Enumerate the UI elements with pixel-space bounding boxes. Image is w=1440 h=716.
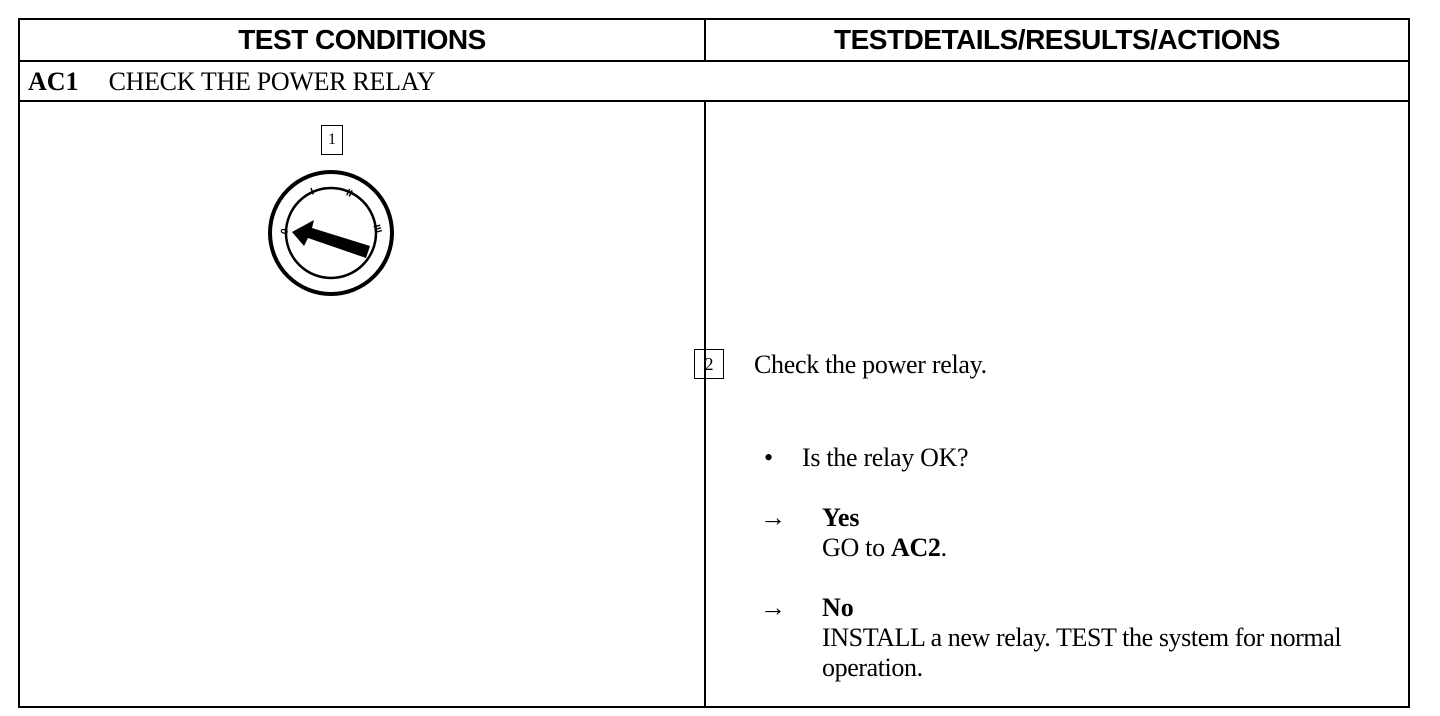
yes-label: Yes: [822, 503, 860, 532]
no-label: No: [822, 593, 854, 622]
yes-action-target: AC2: [890, 533, 941, 562]
header-test-conditions: TEST CONDITIONS: [238, 24, 486, 55]
yes-action: GO to AC2.: [822, 533, 947, 563]
ignition-key-arrow: [292, 220, 370, 258]
step-id: AC1: [28, 67, 79, 96]
ignition-label-3: III: [370, 224, 383, 235]
no-action: INSTALL a new relay. TEST the system for…: [822, 623, 1342, 682]
step-row: AC1 CHECK THE POWER RELAY: [28, 64, 436, 100]
header-test-details: TESTDETAILS/RESULTS/ACTIONS: [834, 24, 1280, 55]
yes-action-suffix: .: [940, 533, 948, 562]
arrow-right-icon: →: [760, 503, 786, 532]
instruction-text: Check the power relay.: [754, 350, 987, 379]
question-text: Is the relay OK?: [802, 443, 969, 472]
bullet: •: [764, 443, 774, 472]
ignition-outer-ring: [268, 170, 394, 296]
column-divider-body: [704, 102, 706, 706]
step-title: CHECK THE POWER RELAY: [108, 67, 436, 96]
test-procedure-table: TEST CONDITIONS TESTDETAILS/RESULTS/ACTI…: [18, 18, 1410, 708]
column-divider-header: [704, 20, 706, 60]
step-box-1: 1: [321, 125, 343, 155]
step-box-2: 2: [694, 349, 724, 379]
arrow-right-icon: →: [760, 593, 786, 622]
step-divider: [20, 100, 1408, 102]
ignition-switch-icon: 0 I II III: [268, 170, 394, 296]
yes-action-prefix: GO to: [822, 533, 891, 562]
ignition-label-2: II: [344, 188, 354, 200]
ignition-label-1: I: [309, 186, 316, 197]
header-divider: [20, 60, 1408, 62]
ignition-inner-ring: [284, 186, 378, 280]
ignition-label-0: 0: [279, 227, 291, 236]
